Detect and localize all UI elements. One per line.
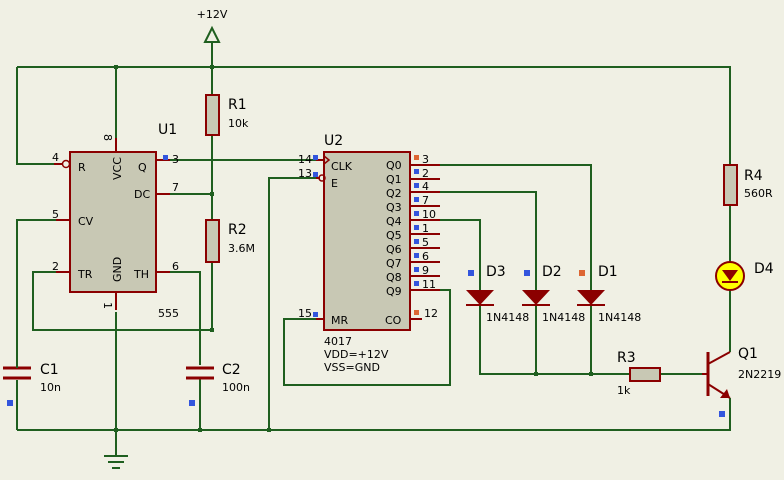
d1-designator: D1 — [598, 264, 618, 280]
supply-label: +12V — [197, 8, 228, 21]
u2-q5-label: Q5 — [386, 229, 402, 242]
u1-pin5-number: 5 — [52, 208, 59, 221]
capacitor-c2: C2 100n — [186, 362, 250, 394]
c1-designator: C1 — [40, 362, 59, 378]
u2-pin12-number: 12 — [424, 307, 438, 320]
ground-symbol — [104, 455, 128, 469]
u2-q4-label: Q4 — [386, 215, 402, 228]
u1-pin7-number: 7 — [172, 181, 179, 194]
power-supply-arrow: +12V — [197, 8, 228, 43]
u1-pin4-number: 4 — [52, 151, 59, 164]
d3-value: 1N4148 — [486, 311, 529, 324]
u1-pin2-number: 2 — [52, 260, 59, 273]
r1-value: 10k — [228, 117, 249, 130]
u1-pin-cv-label: CV — [78, 215, 94, 228]
capacitor-c1: C1 10n — [3, 350, 61, 394]
u2-q8-label: Q8 — [386, 271, 402, 284]
u1-pin-gnd-label: GND — [111, 257, 124, 282]
u2-q0-pin-number: 3 — [422, 153, 429, 166]
u2-q1-pin-number: 2 — [422, 167, 429, 180]
r3-value: 1k — [617, 384, 631, 397]
q1-value: 2N2219 — [738, 368, 781, 381]
u2-q3-label: Q3 — [386, 201, 402, 214]
u2-q7-pin-number: 6 — [422, 250, 429, 263]
u2-4017-counter: U2 CLK E MR CO Q0 Q1 Q2 Q3 Q4 Q5 Q6 Q7 Q… — [298, 133, 440, 374]
d4-designator: D4 — [754, 261, 774, 277]
u1-pin3-number: 3 — [172, 153, 179, 166]
u2-q6-pin-number: 5 — [422, 236, 429, 249]
transistor-q1: Q1 2N2219 — [702, 346, 781, 399]
led-d4: D4 — [715, 261, 774, 291]
u2-pin14-number: 14 — [298, 153, 312, 166]
u2-pin-co-label: CO — [385, 314, 402, 327]
c1-value: 10n — [40, 381, 61, 394]
r1-designator: R1 — [228, 97, 247, 113]
u2-output-pins — [410, 164, 440, 291]
u1-pin-dc-label: DC — [134, 188, 150, 201]
d2-designator: D2 — [542, 264, 562, 280]
r3-designator: R3 — [617, 350, 636, 366]
u2-designator: U2 — [324, 133, 343, 149]
u2-q9-pin-number: 11 — [422, 278, 436, 291]
resistor-r1: R1 10k — [205, 94, 249, 136]
u2-q3-pin-number: 7 — [422, 194, 429, 207]
u2-pin-mr-label: MR — [331, 314, 348, 327]
r4-designator: R4 — [744, 168, 763, 184]
u2-q5-pin-number: 1 — [422, 222, 429, 235]
u2-q7-label: Q7 — [386, 257, 402, 270]
r2-value: 3.6M — [228, 242, 255, 255]
u2-q2-pin-number: 4 — [422, 180, 429, 193]
u1-pin-vcc-label: VCC — [111, 157, 124, 180]
r2-designator: R2 — [228, 222, 247, 238]
u1-pin1-number: 1 — [101, 302, 114, 309]
u2-pin15-number: 15 — [298, 307, 312, 320]
u2-pin-clk-label: CLK — [331, 160, 353, 173]
c2-designator: C2 — [222, 362, 241, 378]
d1-value: 1N4148 — [598, 311, 641, 324]
u1-part-label: 555 — [158, 307, 179, 320]
u1-pin8-number: 8 — [101, 134, 114, 141]
u2-vss-note: VSS=GND — [324, 361, 380, 374]
u1-555-timer: U1 555 R Q DC CV TR TH VCC GND 4 3 7 5 2… — [52, 122, 179, 320]
u1-pin-q-label: Q — [138, 161, 147, 174]
u1-pin-tr-label: TR — [77, 268, 93, 281]
u2-q1-label: Q1 — [386, 173, 402, 186]
resistor-r4: R4 560R — [723, 164, 773, 206]
d2-value: 1N4148 — [542, 311, 585, 324]
junctions — [114, 65, 593, 432]
diode-d3: D3 1N4148 — [466, 264, 529, 324]
u2-q9-label: Q9 — [386, 285, 402, 298]
u2-q2-label: Q2 — [386, 187, 402, 200]
r4-value: 560R — [744, 187, 773, 200]
u2-q0-label: Q0 — [386, 159, 402, 172]
d3-designator: D3 — [486, 264, 506, 280]
u2-pin13-number: 13 — [298, 167, 312, 180]
resistor-r2: R2 3.6M — [205, 219, 255, 263]
u1-designator: U1 — [158, 122, 177, 138]
c2-value: 100n — [222, 381, 250, 394]
u1-pin-r-label: R — [78, 161, 86, 174]
pin-state-markers — [7, 155, 725, 417]
u2-q8-pin-number: 9 — [422, 264, 429, 277]
u1-pin-th-label: TH — [133, 268, 149, 281]
q1-designator: Q1 — [738, 346, 758, 362]
resistor-r3: R3 1k — [617, 350, 661, 397]
u2-q6-label: Q6 — [386, 243, 402, 256]
u2-vdd-note: VDD=+12V — [324, 348, 389, 361]
diode-d2: D2 1N4148 — [522, 264, 585, 324]
u1-pin6-number: 6 — [172, 260, 179, 273]
diode-d1: D1 1N4148 — [577, 264, 641, 324]
u2-part-label: 4017 — [324, 335, 352, 348]
u2-pin-e-label: E — [331, 177, 338, 190]
u2-q4-pin-number: 10 — [422, 208, 436, 221]
